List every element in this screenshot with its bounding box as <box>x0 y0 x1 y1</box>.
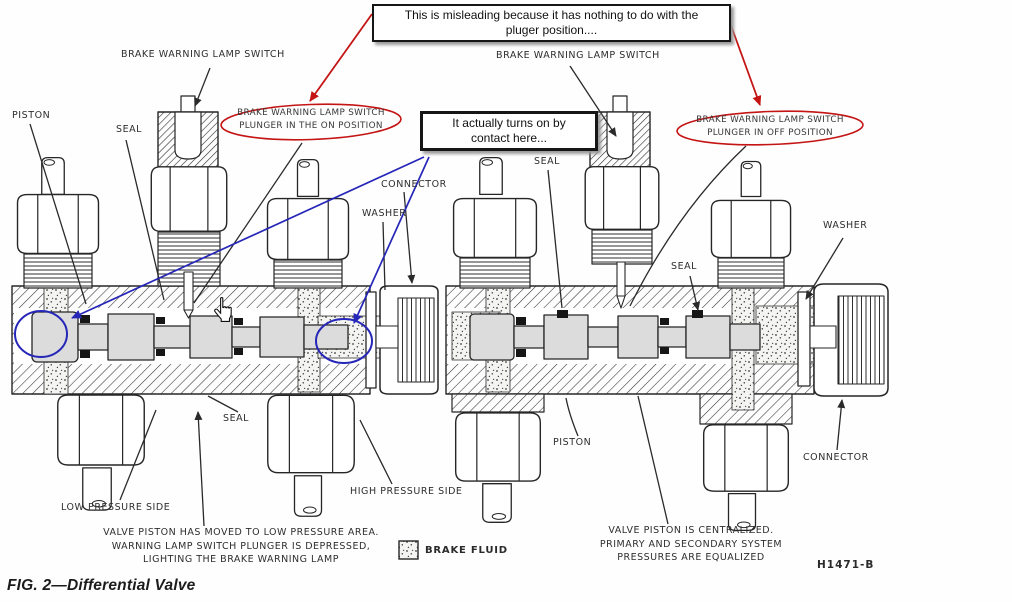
left-lamp-switch <box>150 95 228 319</box>
right-lamp-switch <box>584 95 660 309</box>
callout-plunger-on-position: BRAKE WARNING LAMP SWITCH PLUNGER IN THE… <box>222 107 400 133</box>
caption-left-line2: WARNING LAMP SWITCH PLUNGER IS DEPRESSED… <box>111 540 371 552</box>
blue-circle-middle <box>315 318 373 364</box>
left-shaft-seals <box>80 315 243 358</box>
label-piston-lower-right: PISTON <box>553 437 592 448</box>
right-bottom-stem1 <box>482 483 512 523</box>
red-arrow-right <box>728 19 762 106</box>
caption-left-valve-state: VALVE PISTON HAS MOVED TO LOW PRESSURE A… <box>58 526 424 567</box>
label-seal-upper-left: SEAL <box>116 124 143 135</box>
leader-lines <box>29 65 846 527</box>
label-washer-right: WASHER <box>823 220 868 231</box>
label-piston-upper-left: PISTON <box>12 110 51 121</box>
right-tower1-stem <box>479 157 503 195</box>
brake-fluid-legend-label: BRAKE FLUID <box>425 545 508 556</box>
callout-on-line2: PLUNGER IN THE ON POSITION <box>239 121 383 131</box>
left-bottom-hexnut1 <box>57 394 145 466</box>
label-connector-lower-right: CONNECTOR <box>803 452 869 463</box>
left-tower3-hexnut <box>266 197 350 261</box>
red-annotations <box>220 13 864 146</box>
caption-right-line2: PRIMARY AND SECONDARY SYSTEM <box>599 538 783 550</box>
label-seal-middle: SEAL <box>534 156 561 167</box>
right-bottom-hexnut2 <box>703 424 789 492</box>
left-valve-piston <box>31 311 349 363</box>
left-bottom-hexnut2 <box>266 394 356 474</box>
right-valve-piston <box>469 313 761 361</box>
label-seal-lower-left: SEAL <box>223 413 250 424</box>
blue-circle-left <box>14 310 68 358</box>
right-tower3-hexnut <box>710 199 792 259</box>
right-shaft-seals <box>516 310 703 357</box>
top-note-line1: This is misleading because it has nothin… <box>404 8 699 22</box>
middle-note-line2: contact here... <box>470 131 548 145</box>
brake-fluid-swatch <box>398 540 419 560</box>
label-connector-upper: CONNECTOR <box>381 179 447 190</box>
right-connector <box>797 283 889 397</box>
left-bottom-stem2 <box>293 475 323 517</box>
label-seal-right: SEAL <box>671 261 698 272</box>
caption-right-valve-state: VALVE PISTON IS CENTRALIZED. PRIMARY AND… <box>558 524 824 565</box>
callout-off-line2: PLUNGER IN OFF POSITION <box>707 128 833 138</box>
figure-caption: FIG. 2—Differential Valve <box>7 577 196 594</box>
callout-off-line1: BRAKE WARNING LAMP SWITCH <box>696 115 844 125</box>
blue-annotations <box>14 156 430 364</box>
left-tower1-hexnut <box>16 193 100 255</box>
label-brake-warning-lamp-switch-left: BRAKE WARNING LAMP SWITCH <box>121 49 285 60</box>
label-high-pressure-side: HIGH PRESSURE SIDE <box>350 486 463 497</box>
annotation-middle-note: It actually turns on by contact here... <box>420 111 598 151</box>
middle-note-line1: It actually turns on by <box>452 116 566 130</box>
annotation-top-note: This is misleading because it has nothin… <box>372 4 731 42</box>
callout-on-line1: BRAKE WARNING LAMP SWITCH <box>237 108 385 118</box>
top-note-line2: pluger position.... <box>505 23 598 37</box>
label-brake-warning-lamp-switch-right: BRAKE WARNING LAMP SWITCH <box>496 50 660 61</box>
left-tower1-stem <box>41 157 65 195</box>
caption-left-line1: VALVE PISTON HAS MOVED TO LOW PRESSURE A… <box>103 527 379 538</box>
red-circle-off-position <box>676 110 864 146</box>
caption-left-line3: LIGHTING THE BRAKE WARNING LAMP <box>143 554 339 565</box>
right-tower3-stem <box>740 161 762 197</box>
left-connector <box>365 285 439 395</box>
right-tower1-hexnut <box>452 197 538 259</box>
caption-right-line3: PRESSURES ARE EQUALIZED <box>617 552 765 563</box>
label-washer-left: WASHER <box>362 208 407 219</box>
left-valve-assembly <box>11 95 439 517</box>
hand-cursor-icon <box>214 297 232 322</box>
caption-right-line1: VALVE PISTON IS CENTRALIZED. <box>608 525 774 536</box>
part-number: H1471-B <box>817 559 875 571</box>
blue-arrow-middle <box>353 156 430 324</box>
callout-plunger-off-position: BRAKE WARNING LAMP SWITCH PLUNGER IN OFF… <box>677 114 863 140</box>
left-tower3-stem <box>296 159 320 197</box>
label-low-pressure-side: LOW PRESSURE SIDE <box>61 502 171 513</box>
right-bottom-hexnut1 <box>454 412 542 482</box>
blue-arrow-left <box>71 156 425 319</box>
red-arrow-left <box>309 13 373 102</box>
right-valve-assembly <box>445 95 889 531</box>
red-circle-on-position <box>220 103 402 141</box>
